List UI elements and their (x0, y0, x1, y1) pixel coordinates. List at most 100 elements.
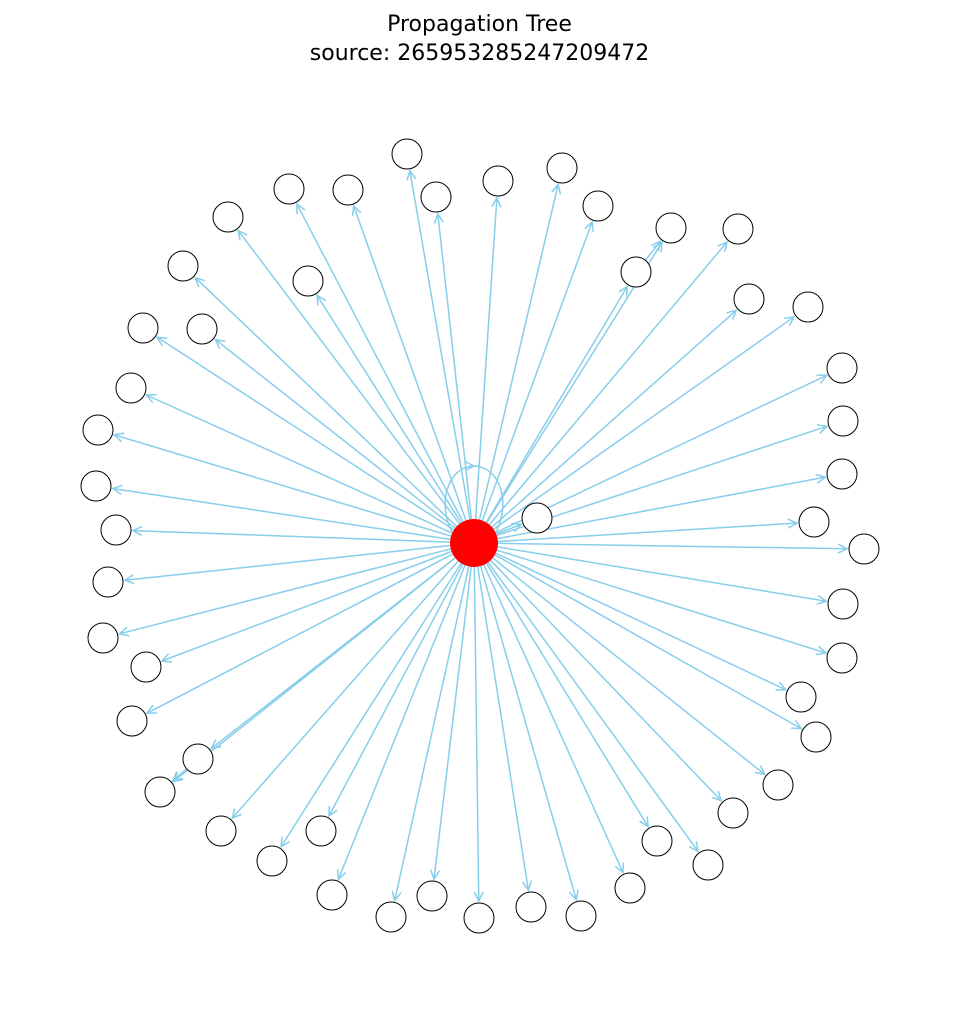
edge-22 (112, 487, 451, 541)
retweet-node-44 (316, 879, 348, 911)
edge-arrowhead-33 (145, 704, 158, 714)
retweet-node-27 (92, 566, 124, 598)
edge-arrowhead-6 (237, 229, 248, 241)
edge-arrowhead-24 (511, 522, 523, 533)
retweet-node-43 (692, 849, 724, 881)
edge-27 (124, 544, 451, 581)
edge-arrowhead-27 (123, 574, 135, 585)
edge-arrowhead-48 (473, 891, 484, 903)
retweet-node-13 (733, 283, 765, 315)
edges-layer (111, 169, 849, 903)
edge-arrowhead-31 (815, 645, 828, 656)
retweet-node-21 (826, 458, 858, 490)
retweet-node-12 (167, 250, 199, 282)
edge-arrowhead-29 (117, 626, 130, 637)
edge-16 (214, 338, 456, 529)
edge-arrowhead-30 (160, 653, 172, 663)
edge-12 (194, 277, 458, 527)
edge-arrowhead-40 (328, 805, 338, 818)
retweet-node-25 (100, 514, 132, 546)
edge-arrowhead-20 (112, 432, 125, 443)
edge-arrowhead-14 (784, 315, 796, 327)
retweet-node-7 (582, 190, 614, 222)
retweet-node-35 (182, 743, 214, 775)
retweet-node-1 (482, 165, 514, 197)
edge-50 (479, 565, 578, 900)
edge-arrowhead-15 (155, 336, 168, 347)
edge-arrowhead-41 (280, 836, 291, 849)
chart-subtitle: source: 265953285247209472 (309, 41, 650, 66)
retweet-node-34 (800, 721, 832, 753)
retweet-node-46 (416, 880, 448, 912)
edge-13 (491, 309, 737, 528)
edge-arrowhead-9 (717, 240, 729, 252)
retweet-node-2 (546, 152, 578, 184)
edge-25 (132, 529, 451, 543)
edge-arrowhead-5 (296, 202, 306, 215)
retweet-node-47 (375, 901, 407, 933)
retweet-node-38 (717, 797, 749, 829)
edge-9 (488, 241, 728, 526)
edge-36 (172, 557, 456, 783)
edge-arrowhead-12 (194, 276, 206, 288)
retweet-node-18 (115, 372, 147, 404)
edge-31 (496, 549, 826, 654)
retweet-node-3 (420, 181, 452, 213)
edge-6 (237, 230, 461, 525)
retweet-node-15 (127, 312, 159, 344)
edge-arrowhead-16 (214, 338, 226, 349)
retweet-node-16 (186, 313, 218, 345)
edge-arrowhead-51 (650, 239, 662, 252)
edge-24 (496, 523, 522, 535)
retweet-node-10 (620, 256, 652, 288)
retweet-node-14 (792, 291, 824, 323)
retweet-node-45 (614, 872, 646, 904)
source-node (450, 519, 498, 567)
retweet-node-41 (256, 845, 288, 877)
retweet-node-49 (515, 891, 547, 923)
retweet-node-22 (80, 470, 112, 502)
edge-arrowhead-2 (551, 182, 562, 195)
self-loop-arrowhead (464, 460, 476, 472)
edge-arrowhead-37 (754, 764, 767, 776)
edge-37 (492, 557, 766, 775)
edge-10 (485, 286, 628, 523)
edge-45 (483, 564, 624, 873)
retweet-node-28 (827, 588, 859, 620)
edge-arrowhead-39 (231, 808, 242, 820)
edge-arrowhead-13 (726, 309, 738, 320)
edge-arrowhead-7 (584, 220, 594, 233)
edge-arrowhead-22 (111, 484, 123, 495)
retweet-node-24 (521, 502, 553, 534)
edge-21 (497, 476, 826, 540)
retweet-node-19 (827, 405, 859, 437)
edge-29 (119, 548, 451, 635)
edge-39 (231, 560, 459, 819)
retweet-node-0 (391, 138, 423, 170)
edge-5 (296, 203, 464, 523)
edge-15 (156, 336, 455, 531)
retweet-node-31 (826, 642, 858, 674)
edge-46 (433, 566, 472, 880)
edge-34 (494, 554, 802, 730)
edge-arrowhead-35 (210, 739, 222, 750)
edge-32 (495, 552, 786, 691)
edge-arrowhead-0 (406, 169, 417, 181)
edge-arrowhead-45 (614, 862, 625, 875)
edge-1 (474, 197, 498, 520)
retweet-node-4 (332, 174, 364, 206)
edge-arrowhead-4 (351, 204, 362, 217)
edge-7 (481, 221, 593, 521)
edge-51 (644, 240, 662, 261)
retweet-node-48 (463, 902, 495, 934)
edge-4 (353, 205, 467, 521)
retweet-node-26 (848, 533, 880, 565)
edge-49 (476, 566, 530, 891)
nodes-layer (80, 138, 880, 934)
edge-arrowhead-11 (316, 293, 327, 306)
retweet-node-42 (641, 825, 673, 857)
edge-arrowhead-34 (791, 719, 803, 730)
retweet-node-50 (565, 900, 597, 932)
chart-title: Propagation Tree (387, 12, 572, 37)
